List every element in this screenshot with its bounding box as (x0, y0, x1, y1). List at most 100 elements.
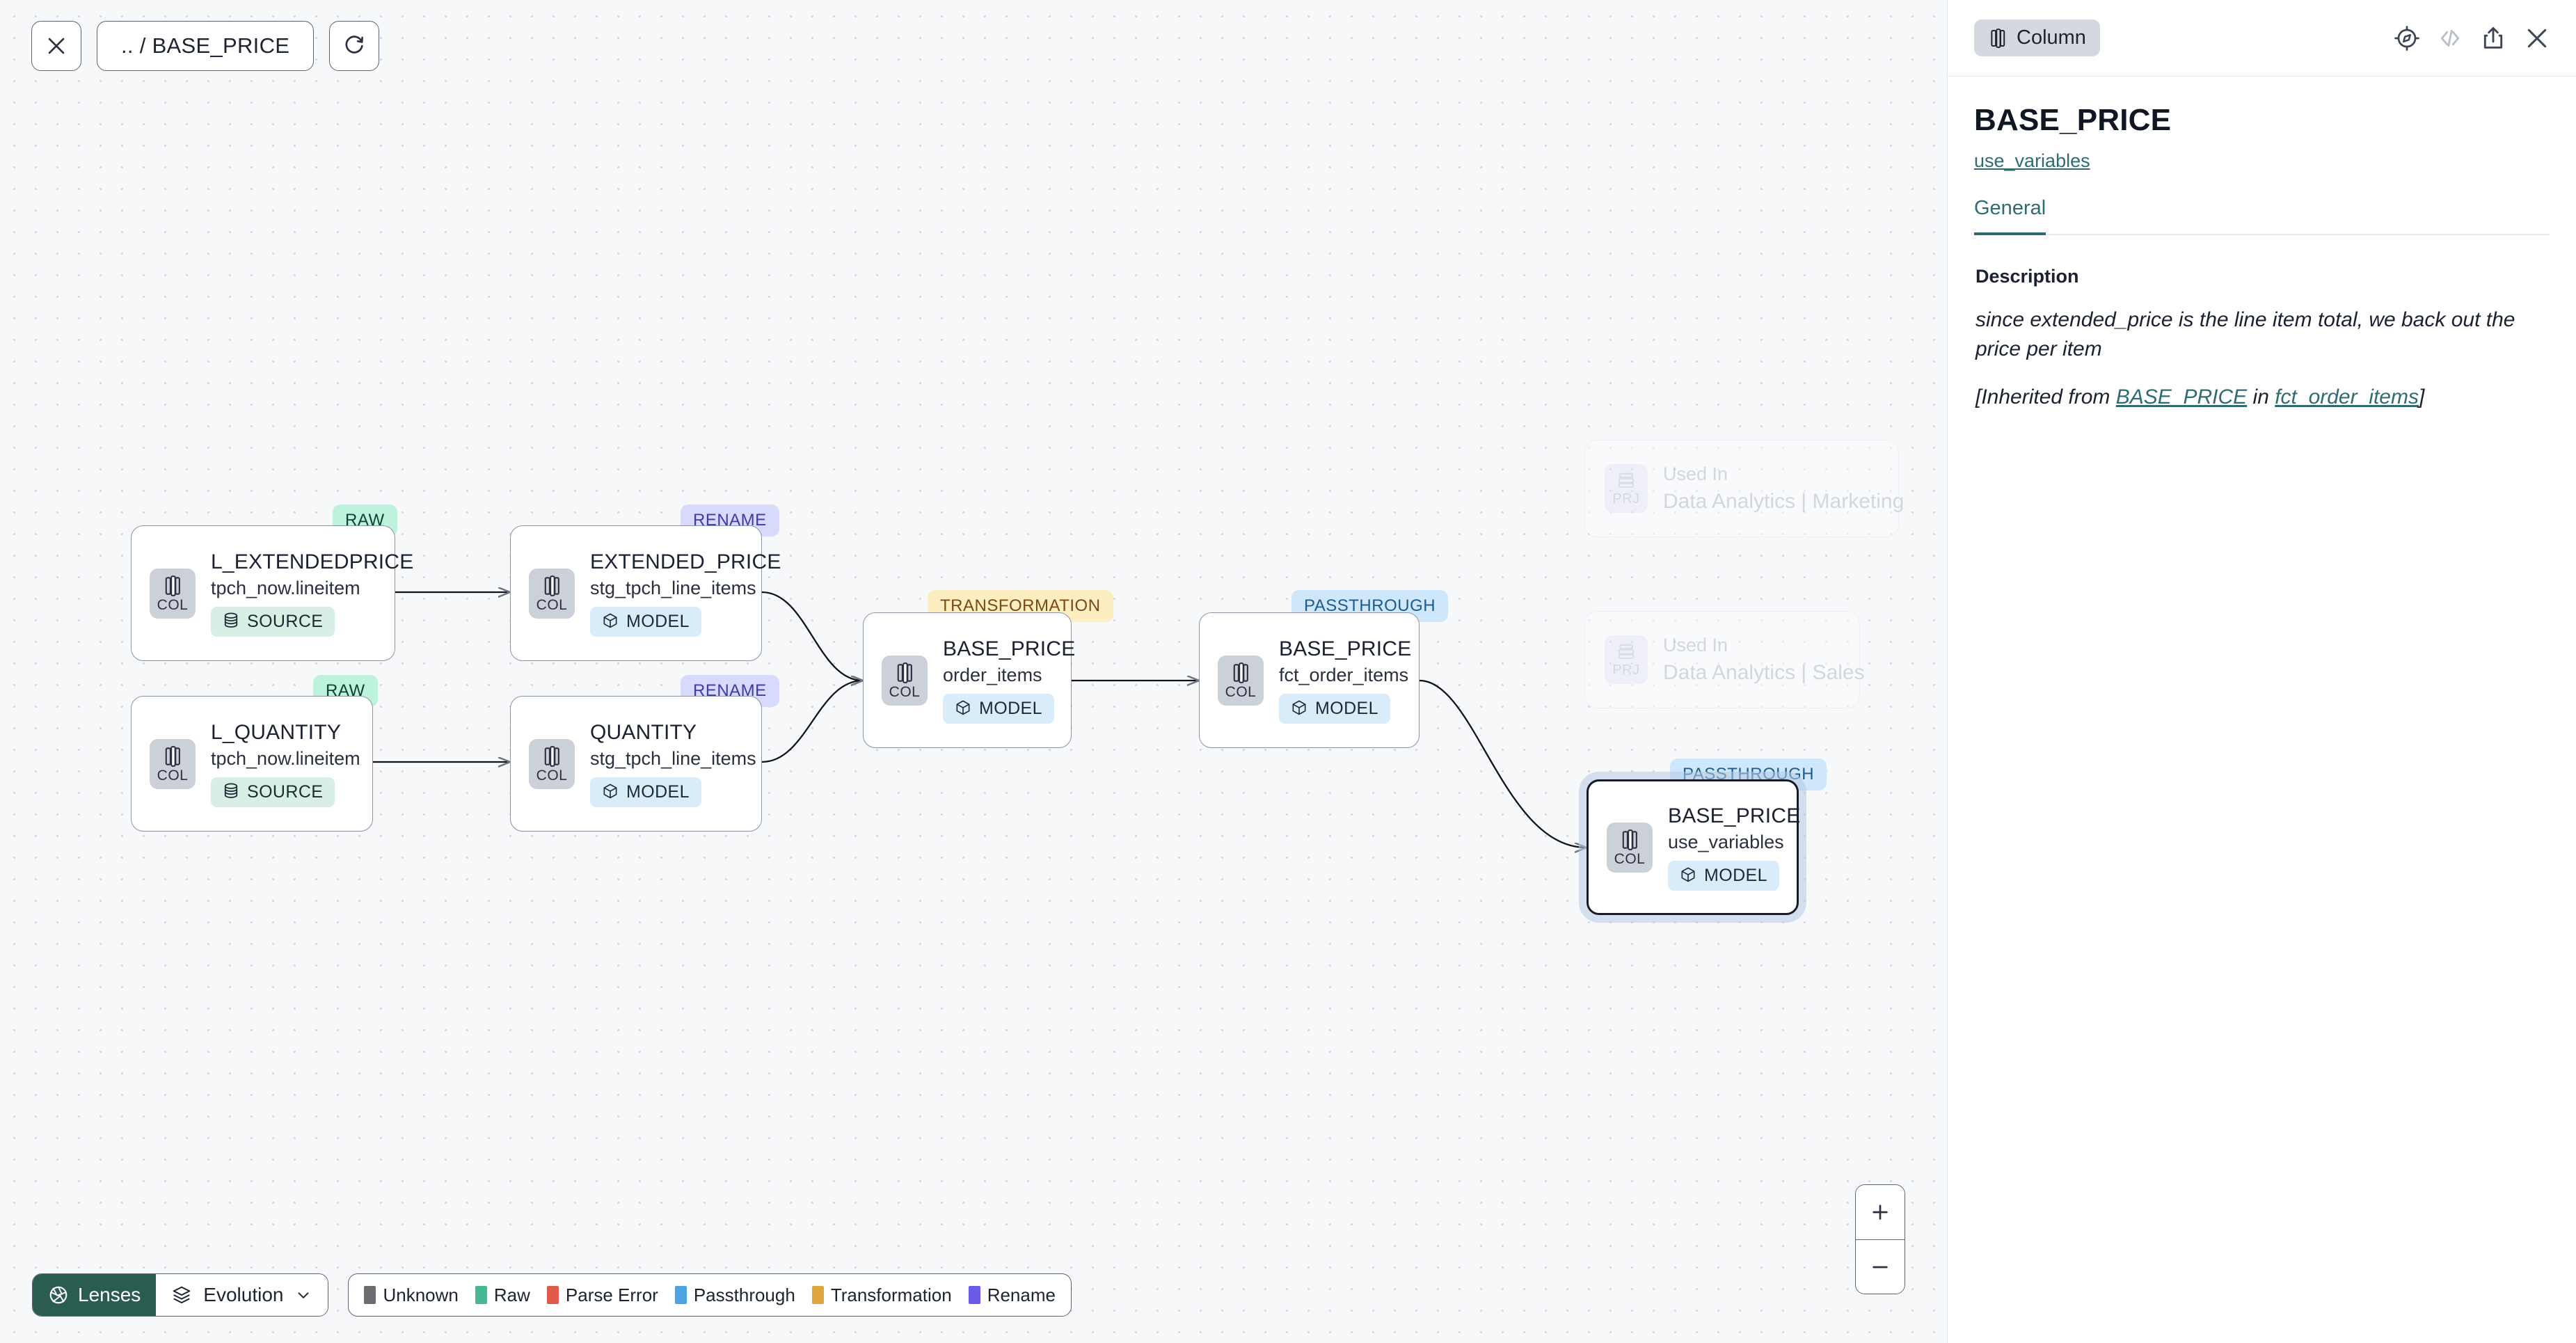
cube-icon (956, 700, 970, 715)
refresh-button[interactable] (329, 21, 380, 71)
legend-item-unknown[interactable]: Unknown (364, 1284, 459, 1306)
used-in-body: Used In Data Analytics | Sales (1663, 635, 1865, 685)
node-tag-label: MODEL (1704, 865, 1767, 885)
node-subtitle: fct_order_items (1279, 664, 1409, 685)
zoom-out-button[interactable] (1856, 1239, 1905, 1294)
compass-icon (2394, 25, 2419, 51)
minus-icon (1873, 1266, 1888, 1268)
legend-item-raw[interactable]: Raw (475, 1285, 530, 1306)
graph-node-l-quantity[interactable]: COL L_QUANTITY tpch_now.lineitem SOURCE (131, 696, 373, 832)
col-chip: COL (1607, 822, 1653, 873)
aperture-icon (49, 1286, 67, 1304)
node-body: L_QUANTITY tpch_now.lineitem SOURCE (211, 721, 360, 807)
prj-chip-label: PRJ (1612, 662, 1640, 678)
entity-kind-label: Column (2017, 26, 2086, 49)
col-chip-label: COL (1614, 850, 1646, 867)
cube-icon (1681, 867, 1695, 882)
refresh-icon (345, 35, 364, 54)
node-subtitle: tpch_now.lineitem (211, 577, 360, 598)
graph-node-base-price-order-items[interactable]: COL BASE_PRICE order_items MODEL (863, 612, 1075, 748)
node-title: BASE_PRICE (1668, 804, 1801, 827)
used-in-project-name: Data Analytics | Marketing (1663, 490, 1905, 513)
description-section: Description since extended_price is the … (1948, 235, 2576, 413)
col-chip-label: COL (157, 596, 189, 613)
code-icon (2440, 29, 2460, 47)
node-tag-source: SOURCE (211, 777, 335, 807)
panel-close-button[interactable] (2523, 24, 2551, 52)
column-icon (1991, 28, 2005, 48)
close-icon (48, 38, 65, 54)
legend-label: Passthrough (693, 1284, 795, 1305)
code-button[interactable] (2437, 25, 2463, 51)
col-chip-label: COL (889, 683, 921, 700)
share-button[interactable] (2480, 25, 2506, 51)
canvas-bottom-bar: Lenses Evolution Unkno (32, 1273, 1072, 1317)
breadcrumb-button[interactable]: .. / BASE_PRICE (97, 21, 315, 71)
legend-swatch (811, 1286, 824, 1304)
col-chip: COL (1218, 655, 1264, 706)
node-tag-model: MODEL (943, 693, 1054, 724)
lenses-label: Lenses (78, 1284, 141, 1305)
node-tag-label: MODEL (979, 698, 1042, 718)
close-button[interactable] (31, 21, 81, 71)
database-icon (224, 783, 238, 798)
canvas-top-controls: .. / BASE_PRICE (31, 21, 380, 71)
breadcrumb-label: .. / BASE_PRICE (121, 33, 290, 58)
inherited-column-link[interactable]: BASE_PRICE (2115, 385, 2248, 408)
badge-label: PASSTHROUGH (1304, 596, 1436, 615)
node-tag-model: MODEL (1279, 693, 1390, 724)
lenses-button[interactable]: Lenses (33, 1274, 157, 1316)
compass-button[interactable] (2394, 25, 2420, 51)
graph-node-l-extendedprice[interactable]: COL L_EXTENDEDPRICE tpch_now.lineitem SO… (131, 525, 413, 661)
node-tag-label: SOURCE (247, 611, 324, 631)
node-subtitle: order_items (943, 664, 1042, 685)
legend-swatch (674, 1286, 687, 1304)
parent-model-link[interactable]: use_variables (1974, 150, 2090, 171)
node-subtitle: tpch_now.lineitem (211, 747, 360, 769)
chevron-down-icon (299, 1292, 309, 1298)
col-chip: COL (529, 738, 575, 789)
graph-node-base-price-use-variables[interactable]: COL BASE_PRICE use_variables MODEL (1587, 779, 1801, 915)
tab-general[interactable]: General (1974, 197, 2046, 235)
node-tag-model: MODEL (1668, 860, 1779, 891)
inherited-middle: in (2247, 385, 2275, 408)
column-icon (544, 745, 559, 767)
panel-title-section: BASE_PRICE use_variables (1948, 77, 2576, 172)
used-in-body: Used In Data Analytics | Marketing (1663, 463, 1904, 514)
legend-label: Unknown (383, 1284, 459, 1305)
panel-actions (2394, 24, 2551, 52)
inherited-model-link[interactable]: fct_order_items (2275, 385, 2419, 408)
node-title: BASE_PRICE (1279, 637, 1412, 660)
legend-item-passthrough[interactable]: Passthrough (674, 1284, 795, 1306)
graph-node-base-price-fct-order-items[interactable]: COL BASE_PRICE fct_order_items MODEL (1199, 612, 1420, 748)
description-inherited: [Inherited from BASE_PRICE in fct_order_… (1975, 383, 2548, 413)
col-chip: COL (150, 738, 196, 789)
prj-chip-label: PRJ (1612, 491, 1640, 507)
prj-chip: PRJ (1605, 464, 1648, 513)
evolution-dropdown[interactable]: Evolution (156, 1274, 328, 1316)
badge-label: TRANSFORMATION (940, 596, 1101, 615)
node-title: QUANTITY (590, 720, 697, 744)
graph-node-extended-price[interactable]: COL EXTENDED_PRICE stg_tpch_line_items M… (510, 525, 781, 661)
inherited-prefix: [Inherited from (1975, 385, 2116, 408)
legend-label: Transformation (830, 1284, 952, 1305)
cube-icon (1292, 700, 1306, 715)
legend-item-parse-error[interactable]: Parse Error (546, 1285, 658, 1306)
zoom-in-button[interactable] (1856, 1185, 1905, 1239)
node-tag-label: MODEL (626, 611, 690, 631)
used-in-card-marketing[interactable]: PRJ Used In Data Analytics | Marketing (1584, 440, 1904, 537)
legend-item-transformation[interactable]: Transformation (811, 1284, 952, 1306)
column-icon (1622, 829, 1637, 850)
legend-swatch (546, 1286, 559, 1304)
legend-item-rename[interactable]: Rename (968, 1285, 1056, 1306)
page-title: BASE_PRICE (1974, 103, 2172, 137)
lineage-canvas[interactable]: .. / BASE_PRICE RAW RENAME RAW RENAME TR… (0, 0, 1947, 1343)
legend-swatch (364, 1286, 376, 1304)
legend-label: Raw (493, 1284, 530, 1305)
entity-kind-badge: Column (1974, 19, 2100, 56)
share-icon (2483, 26, 2503, 49)
node-body: BASE_PRICE order_items MODEL (943, 637, 1075, 724)
graph-node-quantity[interactable]: COL QUANTITY stg_tpch_line_items MODEL (510, 696, 762, 832)
used-in-card-sales[interactable]: PRJ Used In Data Analytics | Sales (1584, 611, 1865, 708)
close-icon (2527, 29, 2547, 47)
